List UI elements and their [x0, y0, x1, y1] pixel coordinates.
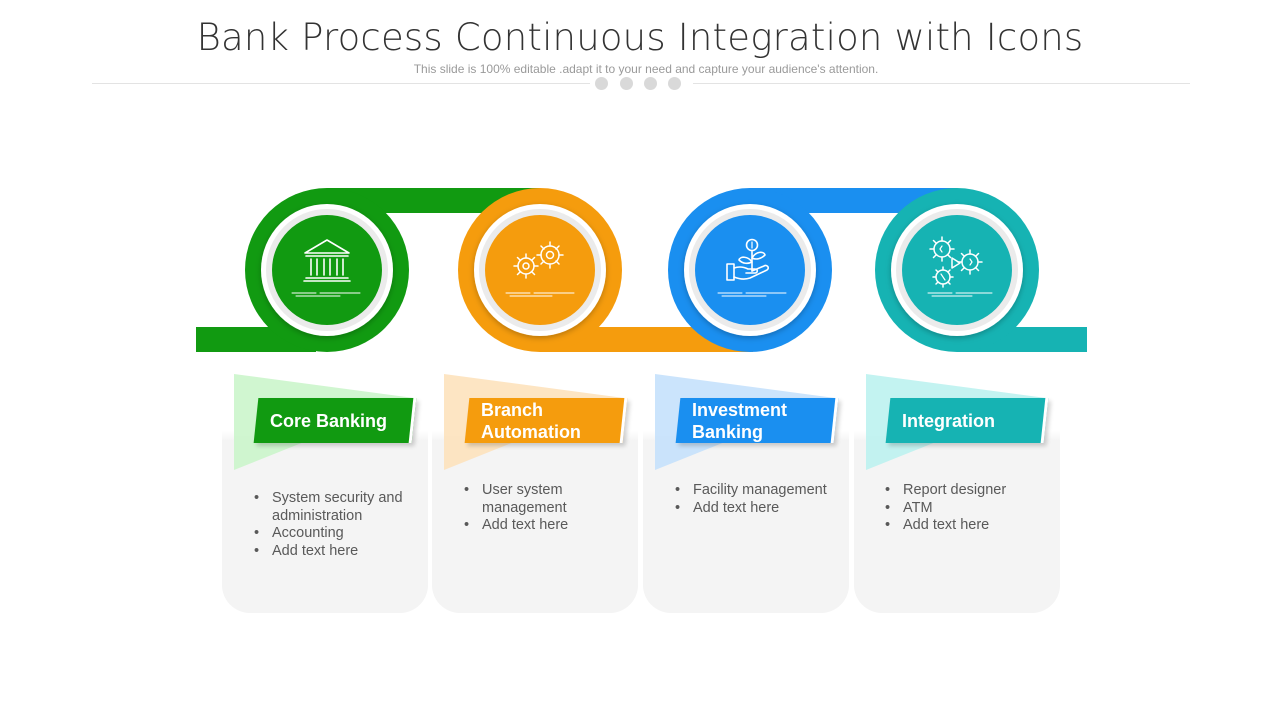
stage-label-investment-banking: Investment Banking	[675, 398, 839, 443]
bullet-list-branch-automation: User system management Add text here	[464, 482, 632, 535]
integration-gears-icon	[927, 236, 993, 297]
stage-circle-branch-automation	[458, 188, 622, 352]
stage-label-text: Investment Banking	[692, 399, 788, 442]
list-item: System security and administration	[254, 490, 432, 525]
header-dot	[595, 77, 608, 90]
stage-label-text: Branch Automation	[481, 399, 581, 442]
list-item: Report designer	[885, 482, 1063, 500]
header-divider-right	[693, 83, 1190, 84]
list-item: ATM	[885, 500, 1063, 518]
bullet-list-core-banking: System security and administration Accou…	[254, 490, 432, 560]
list-item: Facility management	[675, 482, 843, 500]
bullet-list-integration: Report designer ATM Add text here	[885, 482, 1063, 535]
list-item: Accounting	[254, 525, 432, 543]
stage-label-integration: Integration	[885, 398, 1049, 443]
stage-label-core-banking: Core Banking	[253, 398, 417, 443]
header-divider-left	[92, 83, 590, 84]
list-item: Add text here	[464, 517, 632, 535]
stage-label-text: Core Banking	[270, 410, 388, 431]
stage-label-text: Integration	[902, 410, 995, 431]
header-dot	[644, 77, 657, 90]
list-item: Add text here	[885, 517, 1063, 535]
stage-label-branch-automation: Branch Automation	[464, 398, 628, 443]
stage-circle-integration	[875, 188, 1039, 352]
list-item: Add text here	[254, 543, 432, 561]
list-item: Add text here	[675, 500, 843, 518]
bullet-list-investment-banking: Facility management Add text here	[675, 482, 843, 517]
money-plant-hand-icon	[717, 238, 787, 297]
slide-title: Bank Process Continuous Integration with…	[196, 16, 1084, 59]
header-dot	[620, 77, 633, 90]
gears-icon	[505, 241, 575, 297]
slide-subtitle: This slide is 100% editable .adapt it to…	[413, 62, 879, 76]
stage-circle-investment-banking	[668, 188, 832, 352]
list-item: User system management	[464, 482, 632, 517]
stage-circle-core-banking	[245, 188, 409, 352]
bank-building-icon	[291, 239, 361, 297]
header-dot	[668, 77, 681, 90]
